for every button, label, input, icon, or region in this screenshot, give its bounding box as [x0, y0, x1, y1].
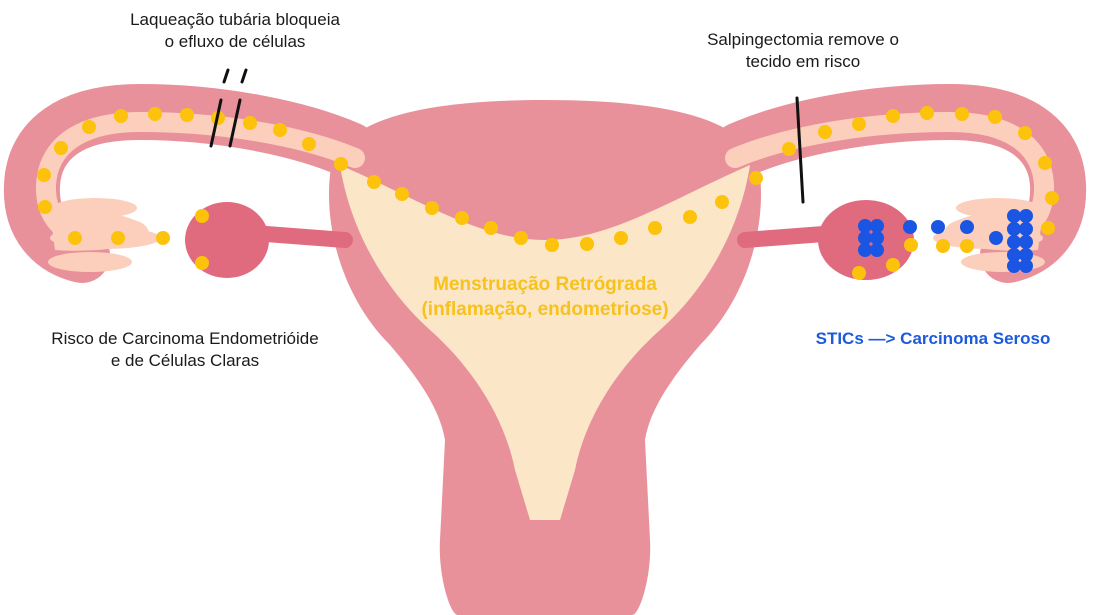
salpingectomy-label: Salpingectomia remove o tecido em risco — [668, 29, 938, 74]
retrograde-cell-dot — [904, 238, 918, 252]
label-line: o efluxo de células — [95, 31, 375, 53]
stic-cell-dot — [960, 220, 974, 234]
stic-cell-dot — [1019, 235, 1033, 249]
label-line: Risco de Carcinoma Endometrióide — [0, 328, 370, 350]
stic-cell-dot — [858, 243, 872, 257]
tubal-ligation-label: Laqueação tubária bloqueia o efluxo de c… — [95, 9, 375, 54]
stic-cell-dot — [858, 231, 872, 245]
retrograde-cell-dot — [38, 200, 52, 214]
stics-label: STICs —> Carcinoma Seroso — [768, 328, 1093, 350]
stic-cell-dot — [1007, 222, 1021, 236]
retrograde-cell-dot — [148, 107, 162, 121]
label-line: Laqueação tubária bloqueia — [95, 9, 375, 31]
retrograde-cell-dot — [749, 171, 763, 185]
label-line: (inflamação, endometriose) — [345, 297, 745, 322]
retrograde-cell-dot — [425, 201, 439, 215]
stic-cell-dot — [870, 243, 884, 257]
stic-cell-dot — [1007, 209, 1021, 223]
retrograde-cell-dot — [195, 256, 209, 270]
stic-cell-dot — [1019, 222, 1033, 236]
retrograde-cell-dot — [936, 239, 950, 253]
retrograde-cell-dot — [68, 231, 82, 245]
stic-cell-dot — [1007, 259, 1021, 273]
retrograde-cell-dot — [156, 231, 170, 245]
retrograde-cell-dot — [955, 107, 969, 121]
retrograde-cell-dot — [648, 221, 662, 235]
retrograde-cell-dot — [1038, 156, 1052, 170]
stic-cell-dot — [1007, 235, 1021, 249]
retrograde-cell-dot — [852, 266, 866, 280]
retrograde-cell-dot — [852, 117, 866, 131]
retrograde-cell-dot — [273, 123, 287, 137]
retrograde-cell-dot — [114, 109, 128, 123]
retrograde-cell-dot — [302, 137, 316, 151]
retrograde-cell-dot — [988, 110, 1002, 124]
retrograde-cell-dot — [614, 231, 628, 245]
retrograde-cell-dot — [886, 109, 900, 123]
retrograde-cell-dot — [180, 108, 194, 122]
retrograde-menstruation-label: Menstruação Retrógrada (inflamação, endo… — [345, 272, 745, 322]
retrograde-cell-dot — [920, 106, 934, 120]
retrograde-cell-dot — [782, 142, 796, 156]
stic-cell-dot — [931, 220, 945, 234]
retrograde-cell-dot — [484, 221, 498, 235]
cervical-canal — [510, 520, 579, 615]
stic-cell-dot — [903, 220, 917, 234]
retrograde-cell-dot — [82, 120, 96, 134]
retrograde-cell-dot — [683, 210, 697, 224]
stic-cell-dot — [870, 219, 884, 233]
retrograde-cell-dot — [111, 231, 125, 245]
retrograde-cell-dot — [367, 175, 381, 189]
label-line: Menstruação Retrógrada — [345, 272, 745, 297]
stic-cell-dot — [858, 219, 872, 233]
retrograde-cell-dot — [455, 211, 469, 225]
retrograde-cell-dot — [1018, 126, 1032, 140]
label-line: Salpingectomia remove o — [668, 29, 938, 51]
retrograde-cell-dot — [1045, 191, 1059, 205]
stic-cell-dot — [1019, 259, 1033, 273]
label-line: STICs —> Carcinoma Seroso — [768, 328, 1093, 350]
retrograde-cell-dot — [1041, 221, 1055, 235]
retrograde-cell-dot — [545, 238, 559, 252]
retrograde-cell-dot — [580, 237, 594, 251]
retrograde-cell-dot — [37, 168, 51, 182]
retrograde-cell-dot — [514, 231, 528, 245]
label-line: e de Células Claras — [0, 350, 370, 372]
retrograde-cell-dot — [334, 157, 348, 171]
retrograde-cell-dot — [195, 209, 209, 223]
retrograde-cell-dot — [243, 116, 257, 130]
retrograde-cell-dot — [54, 141, 68, 155]
stic-cell-dot — [870, 231, 884, 245]
retrograde-cell-dot — [395, 187, 409, 201]
retrograde-cell-dot — [886, 258, 900, 272]
stic-cell-dot — [989, 231, 1003, 245]
retrograde-cell-dot — [818, 125, 832, 139]
retrograde-cell-dot — [715, 195, 729, 209]
retrograde-cell-dot — [960, 239, 974, 253]
carcinoma-risk-label: Risco de Carcinoma Endometrióide e de Cé… — [0, 328, 370, 373]
stic-cell-dot — [1019, 209, 1033, 223]
label-line: tecido em risco — [668, 51, 938, 73]
